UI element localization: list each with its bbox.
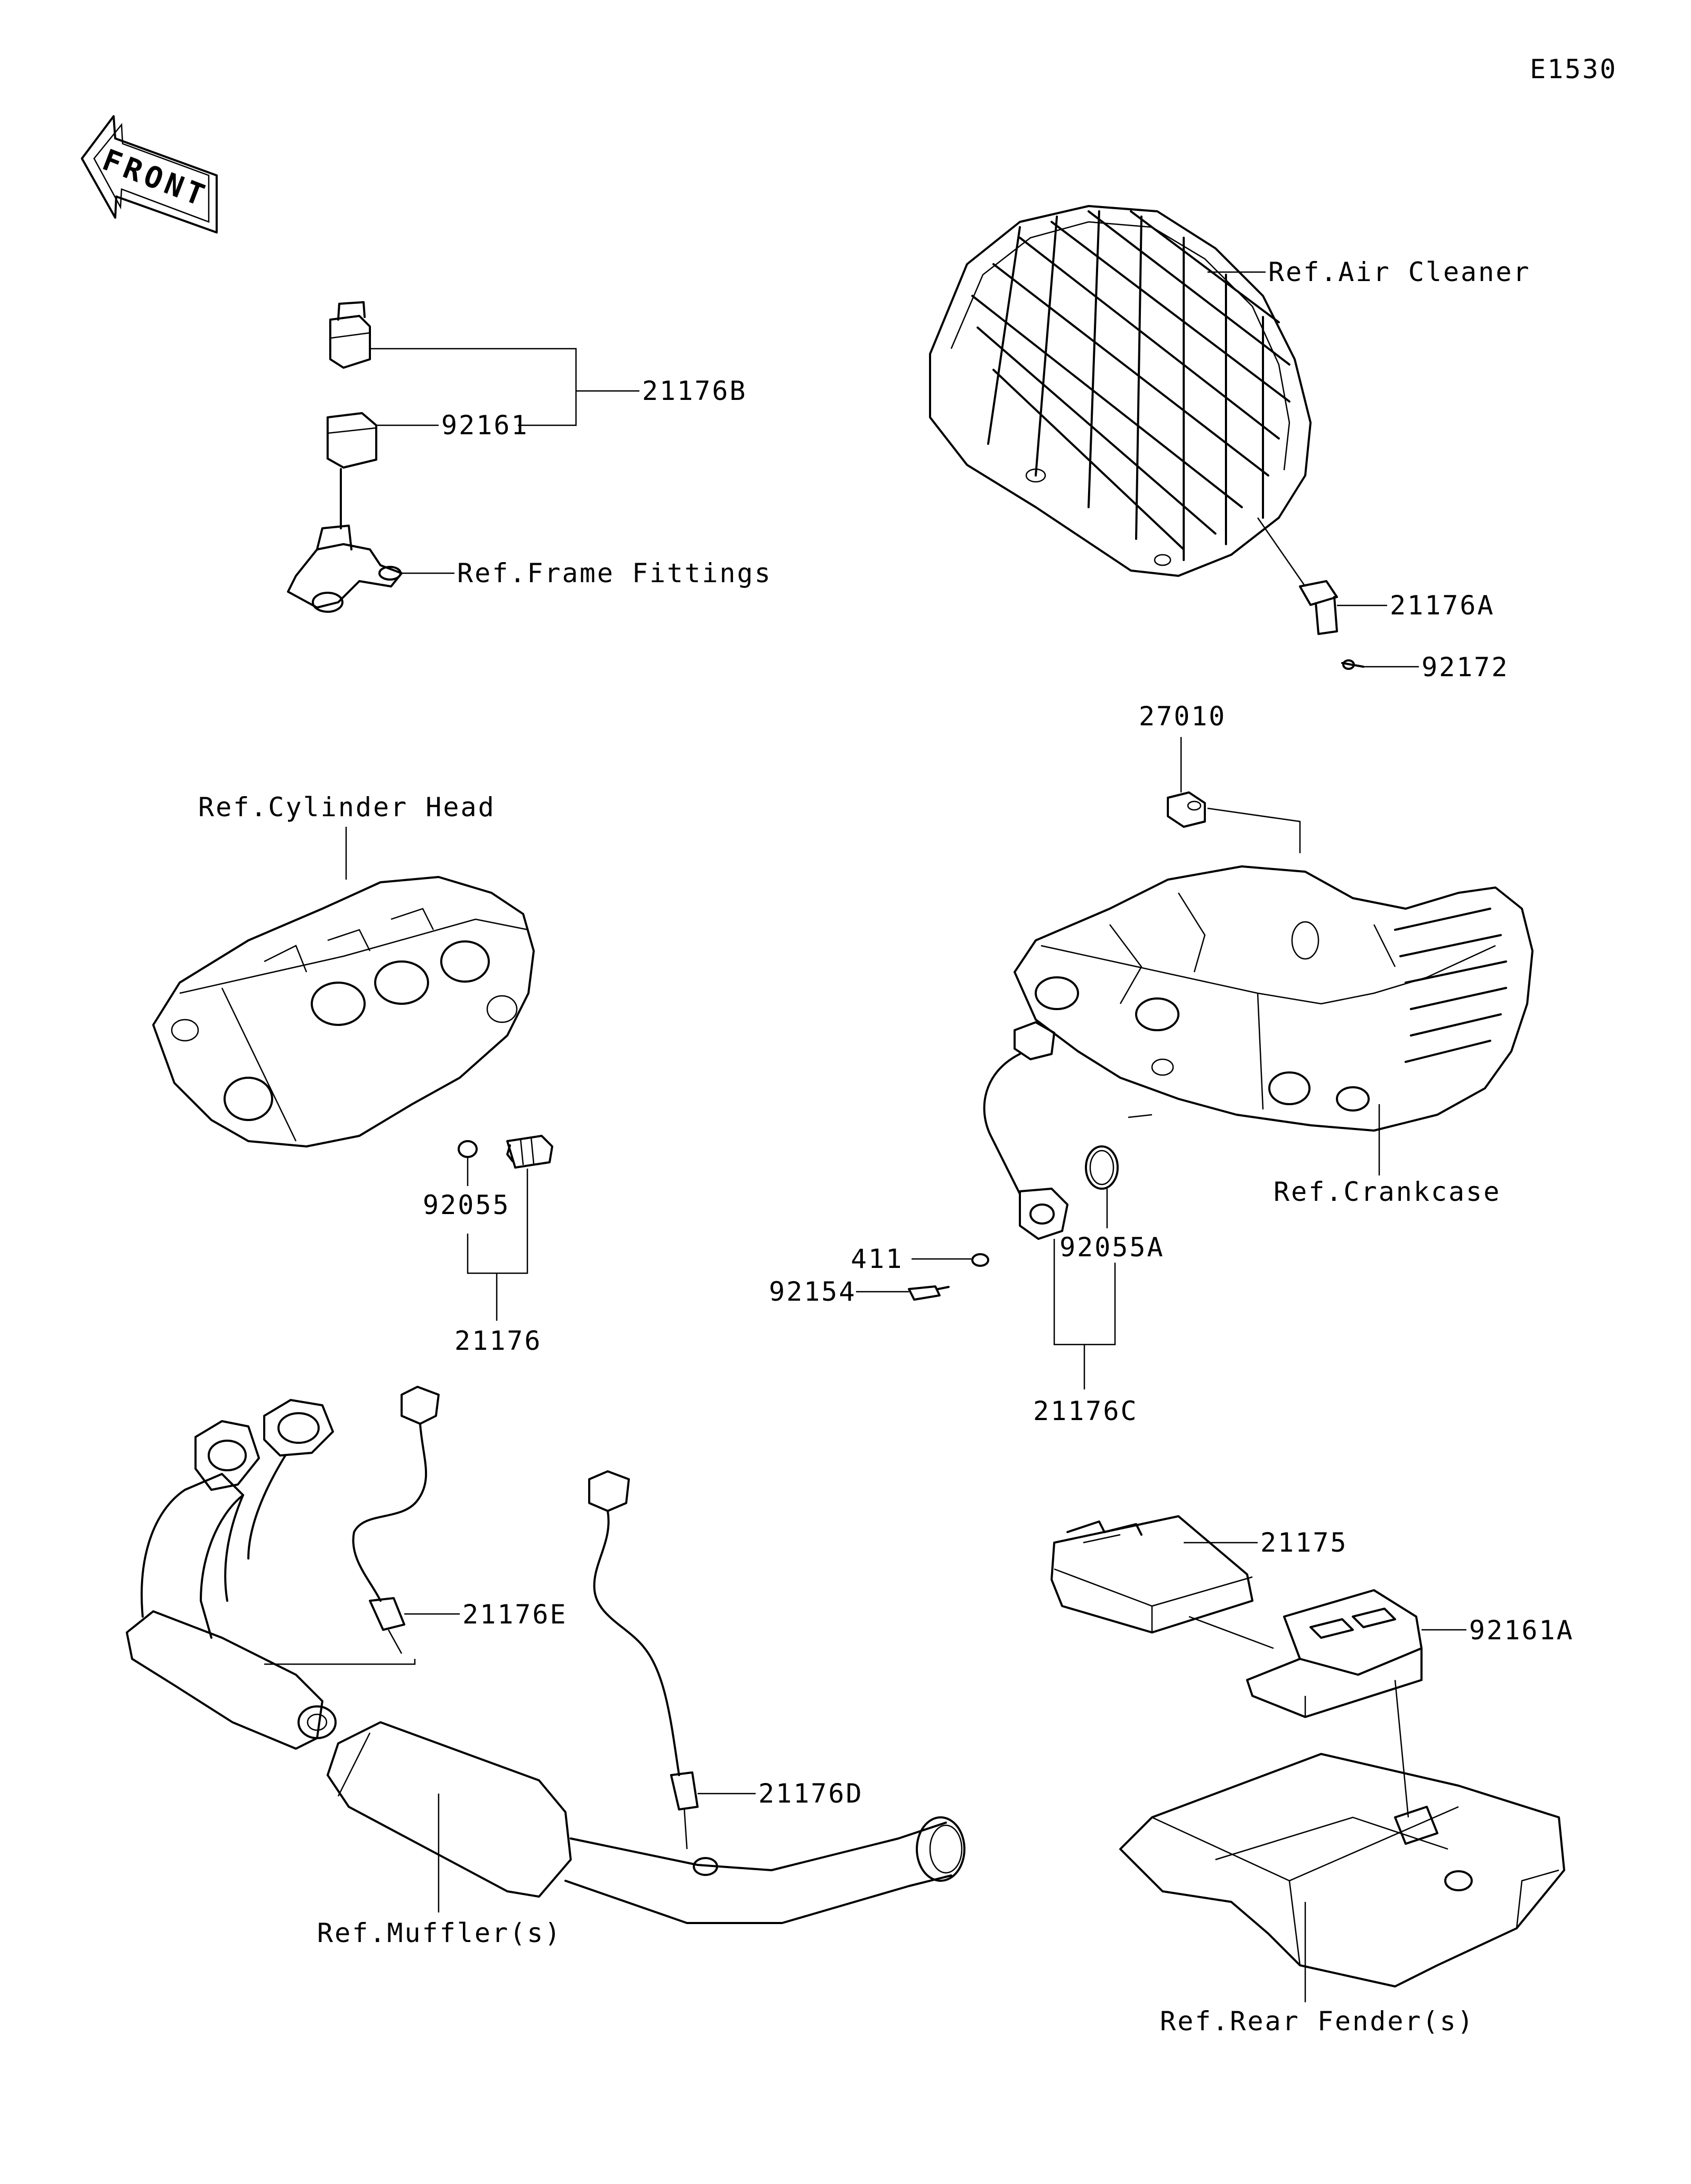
muffler-drawing	[126, 1399, 965, 1924]
callout-92154: 92154	[769, 1276, 857, 1307]
bracket-92161A-drawing	[1246, 1589, 1423, 1718]
callout-ref-frame-fittings: Ref.Frame Fittings	[457, 558, 772, 589]
sensor-21176B-drawing	[327, 301, 377, 529]
sensor-21176E-drawing	[352, 1386, 440, 1654]
sensor-21176C-drawing	[983, 1021, 1069, 1240]
front-direction-arrow-icon: FRONT	[81, 115, 218, 234]
oring-92055A-drawing	[1085, 1145, 1119, 1190]
callout-21176B: 21176B	[642, 376, 747, 406]
switch-27010-drawing	[1167, 791, 1206, 828]
callout-ref-mufflers: Ref.Muffler(s)	[317, 1918, 562, 1948]
callout-21176: 21176	[454, 1326, 542, 1356]
callout-ref-air-cleaner: Ref.Air Cleaner	[1268, 257, 1531, 287]
callout-92161A: 92161A	[1469, 1615, 1574, 1646]
callout-411: 411	[851, 1244, 903, 1274]
bolt-92154-drawing	[908, 1285, 950, 1301]
callout-27010: 27010	[1139, 701, 1227, 732]
washer-411-drawing	[971, 1253, 989, 1267]
callout-ref-rear-fenders: Ref.Rear Fender(s)	[1160, 2006, 1475, 2037]
sensor-21176D-drawing	[588, 1470, 699, 1850]
crankcase-drawing	[1014, 865, 1534, 1132]
callout-92055A: 92055A	[1060, 1232, 1165, 1263]
callout-21176D: 21176D	[758, 1778, 863, 1809]
diagram-code: E1530	[1530, 54, 1618, 85]
callout-21176C: 21176C	[1033, 1396, 1138, 1426]
callout-92161: 92161	[441, 410, 529, 441]
sensor-21176A-drawing	[1257, 517, 1364, 670]
callout-92172: 92172	[1421, 652, 1509, 683]
callout-21175: 21175	[1260, 1527, 1348, 1558]
callout-ref-cylinder-head: Ref.Cylinder Head	[198, 792, 496, 823]
cylinder-head-drawing	[152, 876, 535, 1147]
rear-fender-drawing	[1119, 1753, 1565, 1987]
air-cleaner-drawing	[929, 205, 1312, 577]
callout-ref-crankcase: Ref.Crankcase	[1274, 1177, 1501, 1207]
ecu-21175-drawing	[1051, 1515, 1253, 1634]
callout-21176E: 21176E	[462, 1599, 568, 1630]
sensor-21176-drawing	[506, 1135, 553, 1169]
oring-92055-drawing	[458, 1140, 478, 1158]
callout-92055: 92055	[423, 1190, 510, 1220]
callout-21176A: 21176A	[1390, 590, 1495, 621]
bracket-frame-fittings-drawing	[287, 525, 403, 613]
